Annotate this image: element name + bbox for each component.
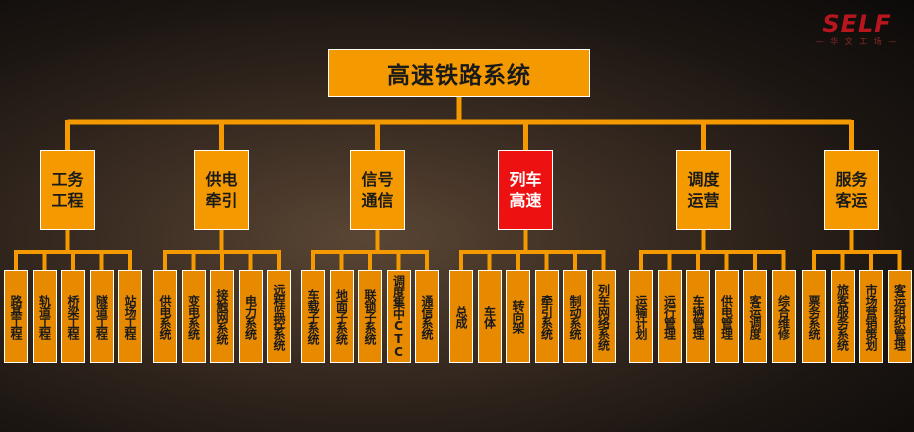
leaf-node: 联锁子系统 [358, 270, 382, 363]
leaf-node: 车辆管理 [686, 270, 710, 363]
leaf-label: 票务系统 [807, 294, 821, 339]
leaf-label: 客运组织管理 [892, 283, 907, 350]
leaf-label: 远程监控系统 [272, 283, 286, 350]
group-label: 列车高速 [509, 170, 542, 210]
leaf-label: 车体 [482, 305, 497, 328]
leaf-node: 电力系统 [238, 270, 263, 363]
leaf-node: 总成 [449, 270, 473, 363]
leaf-node: 制动系统 [563, 270, 587, 363]
leaf-label: 客运调度 [748, 294, 762, 339]
leaf-label: 桥梁工程 [66, 294, 80, 339]
leaf-label: 供电管理 [719, 294, 734, 339]
leaf-node: 综合维修 [771, 270, 796, 363]
leaf-node: 站场工程 [118, 270, 142, 363]
group-node-4: 列车高速 [498, 150, 553, 230]
leaf-node: 转向架 [506, 270, 530, 363]
group-label: 工务工程 [51, 170, 84, 210]
group-node-6: 服务客运 [824, 150, 879, 230]
group-label: 服务客运 [835, 170, 868, 210]
leaf-node: 接触网系统 [210, 270, 234, 363]
leaf-label: 运输计划 [634, 294, 648, 339]
leaf-node: 客运组织管理 [887, 270, 912, 363]
leaf-node: 轨道工程 [32, 270, 57, 363]
group-node-5: 调度运营 [676, 150, 731, 230]
leaf-label: 运行管理 [662, 294, 677, 339]
leaf-node: 车载子系统 [301, 270, 325, 363]
leaf-node: 票务系统 [802, 270, 826, 363]
leaf-node: 远程监控系统 [267, 270, 291, 363]
leaf-node: 路基工程 [4, 270, 28, 363]
leaf-node: 列车网络系统 [591, 270, 616, 363]
leaf-label: 轨道工程 [37, 294, 52, 339]
leaf-label: 制动系统 [568, 294, 582, 339]
leaf-label: 总成 [454, 305, 468, 328]
leaf-label: 路基工程 [9, 294, 23, 339]
leaf-node: 车体 [477, 270, 502, 363]
leaf-label: 站场工程 [123, 294, 137, 339]
leaf-node: 隧道工程 [89, 270, 114, 363]
leaf-node: 调度集中CTC [386, 270, 411, 363]
root-label: 高速铁路系统 [387, 63, 531, 89]
leaf-label: 供电系统 [158, 294, 172, 339]
leaf-node: 市场营销策划 [859, 270, 883, 363]
leaf-node: 运输计划 [629, 270, 653, 363]
group-label: 信号通信 [361, 170, 394, 210]
leaf-label: 调度集中CTC [391, 275, 406, 358]
leaf-node: 客运调度 [743, 270, 767, 363]
leaf-label: 市场营销策划 [864, 283, 878, 350]
group-node-2: 供电牵引 [194, 150, 249, 230]
leaf-label: 联锁子系统 [363, 289, 377, 344]
leaf-label: 列车网络系统 [596, 283, 611, 350]
leaf-label: 隧道工程 [94, 294, 109, 339]
leaf-label: 转向架 [511, 300, 525, 333]
group-node-1: 工务工程 [40, 150, 95, 230]
leaf-label: 通信系统 [420, 294, 434, 339]
leaf-label: 综合维修 [776, 294, 791, 339]
group-node-3: 信号通信 [350, 150, 405, 230]
leaf-node: 供电管理 [714, 270, 739, 363]
leaf-label: 牵引系统 [539, 294, 554, 339]
leaf-node: 桥梁工程 [61, 270, 85, 363]
self-logo: SELF — 华 文 工 场 — [806, 10, 908, 50]
group-label: 调度运营 [687, 170, 720, 210]
leaf-node: 运行管理 [657, 270, 682, 363]
leaf-node: 供电系统 [153, 270, 177, 363]
leaf-label: 车载子系统 [306, 289, 320, 344]
leaf-label: 变电系统 [186, 294, 201, 339]
leaf-label: 电力系统 [243, 294, 258, 339]
logo-mark: SELF [822, 10, 892, 38]
logo-tagline: — 华 文 工 场 — [815, 37, 899, 46]
group-label: 供电牵引 [205, 170, 238, 210]
leaf-node: 变电系统 [181, 270, 206, 363]
leaf-label: 地面子系统 [334, 289, 349, 344]
leaf-label: 旅客服务系统 [835, 283, 850, 350]
leaf-node: 地面子系统 [329, 270, 354, 363]
leaf-label: 车辆管理 [691, 294, 705, 339]
leaf-node: 牵引系统 [534, 270, 559, 363]
leaf-node: 旅客服务系统 [830, 270, 855, 363]
root-node: 高速铁路系统 [328, 49, 590, 97]
leaf-label: 接触网系统 [215, 289, 229, 344]
leaf-node: 通信系统 [415, 270, 439, 363]
